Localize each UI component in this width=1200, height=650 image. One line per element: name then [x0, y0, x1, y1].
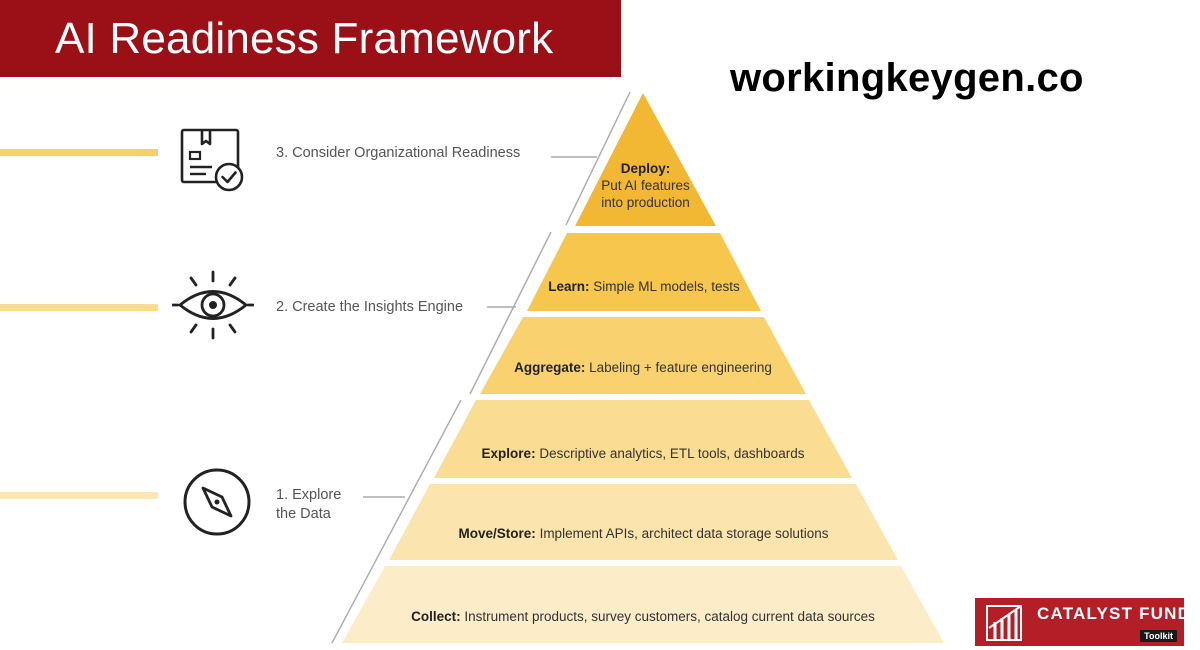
step-1-line [0, 492, 158, 499]
layer-collect-text: Collect: Instrument products, survey cus… [342, 608, 944, 625]
pyramid-layer-learn [527, 233, 761, 311]
title-bar: AI Readiness Framework [0, 0, 621, 77]
layer-learn-text: Learn: Simple ML models, tests [527, 278, 761, 295]
layer-collect-name: Collect: [411, 609, 461, 624]
layer-aggregate-name: Aggregate: [514, 360, 586, 375]
step-3-label: 3. Consider Organizational Readiness [276, 145, 521, 161]
layer-deploy-name: Deploy: [620, 161, 671, 176]
layer-move-store-name: Move/Store: [458, 526, 536, 541]
pyramid-layer-aggregate [480, 317, 806, 394]
layer-learn-name: Learn: [548, 279, 590, 294]
layer-learn-desc: Simple ML models, tests [593, 279, 740, 294]
step-2-line [0, 304, 158, 311]
step-2-label: 2. Create the Insights Engine [276, 299, 464, 315]
eye-icon [171, 270, 255, 345]
logo-sub: Toolkit [1140, 630, 1177, 642]
layer-aggregate-text: Aggregate: Labeling + feature engineerin… [480, 359, 806, 376]
layer-aggregate-desc: Labeling + feature engineering [589, 360, 772, 375]
catalyst-fund-logo-mark [986, 605, 1022, 641]
layer-explore-text: Explore: Descriptive analytics, ETL tool… [434, 445, 852, 462]
layer-explore-name: Explore: [481, 446, 536, 461]
page-title: AI Readiness Framework [55, 14, 554, 63]
compass-icon [182, 467, 252, 542]
layer-deploy-desc-line1: Put AI features [601, 178, 690, 193]
step-3-line [0, 149, 158, 156]
layer-collect-desc: Instrument products, survey customers, c… [464, 609, 875, 624]
layer-deploy-text: Deploy: Put AI features into production [575, 160, 716, 211]
layer-move-store-text: Move/Store: Implement APIs, architect da… [389, 525, 898, 542]
checked-box-icon [178, 126, 246, 197]
logo-name: CATALYST FUND [1037, 604, 1192, 623]
layer-deploy-desc-line2: into production [601, 195, 690, 210]
pyramid-layer-move-store [389, 484, 898, 560]
pyramid-layer-deploy [575, 93, 716, 226]
layer-move-store-desc: Implement APIs, architect data storage s… [539, 526, 829, 541]
pyramid-layer-explore [434, 400, 852, 478]
pyramid-layer-collect [342, 566, 944, 643]
watermark-text: workingkeygen.co [730, 56, 1084, 100]
catalyst-fund-logo: CATALYST FUND Toolkit [975, 598, 1190, 646]
layer-explore-desc: Descriptive analytics, ETL tools, dashbo… [539, 446, 805, 461]
step-1-label: 1. Explore the Data [276, 487, 342, 522]
